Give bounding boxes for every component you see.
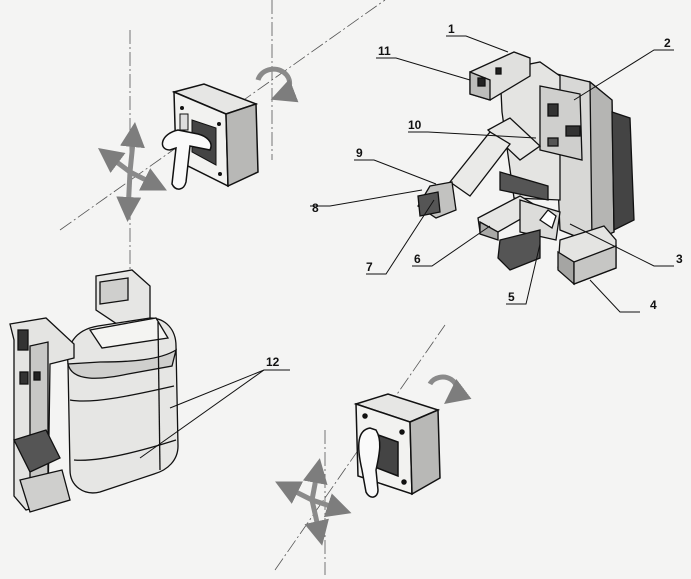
- callout-2: 2: [664, 36, 671, 50]
- top-joystick-control-box: [161, 83, 259, 190]
- callout-7: 7: [366, 260, 373, 274]
- joystick-lever: [161, 129, 212, 190]
- callout-8: 8: [312, 201, 319, 215]
- top-rotate-arrow-icon: [255, 66, 299, 103]
- callout-12: 12: [266, 355, 280, 369]
- leader-lines: [139, 35, 674, 459]
- callout-11: 11: [378, 44, 391, 58]
- callout-1: 1: [448, 22, 455, 36]
- callout-3: 3: [676, 252, 683, 266]
- callout-10: 10: [408, 118, 422, 132]
- callout-labels: 1 2 3 4 5 6 7 8 9 10 11 12: [266, 22, 683, 369]
- main-assembly: [417, 51, 635, 286]
- callout-9: 9: [356, 146, 363, 160]
- top-move-arrows: [98, 122, 167, 222]
- bottom-left-assembly: [9, 269, 179, 513]
- bottom-rotate-arrow-icon: [427, 374, 472, 405]
- callout-5: 5: [508, 290, 515, 304]
- joystick-lever: [357, 427, 381, 498]
- callout-4: 4: [650, 298, 657, 312]
- callout-6: 6: [414, 252, 421, 266]
- bottom-move-arrows: [275, 458, 352, 546]
- bottom-joystick-control-box: [353, 393, 441, 498]
